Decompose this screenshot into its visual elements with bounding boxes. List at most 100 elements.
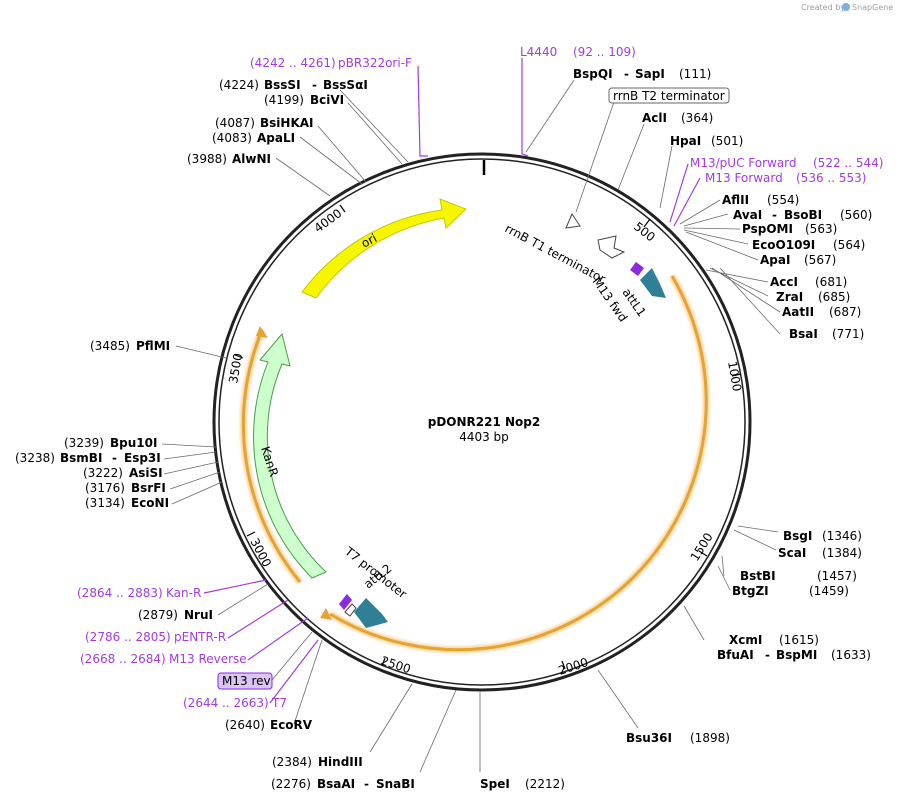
primer-pos-t7: (2644 .. 2663) — [183, 696, 269, 710]
leader-line — [669, 163, 689, 223]
enzyme-name-bsihkai: BsiHKAI — [260, 116, 314, 130]
rrnb-t1-arrow — [597, 235, 626, 259]
insert-arc — [329, 275, 708, 652]
leader-line — [683, 213, 729, 227]
rrnb-t2-arrow — [565, 212, 581, 229]
enzyme-name-asisi: AsiSI — [129, 466, 163, 480]
leader-line — [217, 583, 269, 616]
ori-arrow — [301, 198, 467, 299]
enzyme-name-bcivi: BciVI — [310, 93, 344, 107]
left-labels: (4242 .. 4261) pBR322ori-F (4224) BssSI … — [15, 56, 415, 791]
enzyme-pos-btgzi: (1459) — [809, 584, 849, 598]
attl1-arrow — [640, 268, 666, 298]
attl2-arrow — [354, 598, 388, 628]
enzyme-name-econi: EcoNI — [131, 496, 169, 510]
tick-label-1000: 1000 — [725, 360, 744, 393]
enzyme-name-bsobi: BsoBI — [784, 208, 822, 222]
enzyme-separator: - — [624, 67, 629, 81]
enzyme-name-snabi: SnaBI — [376, 777, 415, 791]
leader-line — [705, 269, 769, 283]
leader-line — [299, 136, 363, 185]
enzyme-name-eco0109i: EcoO109I — [752, 238, 815, 252]
enzyme-name-apali: ApaLI — [257, 131, 295, 145]
enzyme-name-bfuai: BfuAI — [717, 648, 754, 662]
primer-pos-m13-puc: (522 .. 544) — [813, 156, 883, 170]
primer-name-t7: T7 — [271, 696, 287, 710]
enzyme-pos-bsmbi: (3238) — [15, 451, 55, 465]
enzyme-pos-bstbi: (1457) — [817, 569, 857, 583]
leader-line — [721, 555, 725, 577]
snapgene-logo-icon — [842, 3, 850, 11]
leader-line — [683, 605, 705, 641]
enzyme-name-esp3i: Esp3I — [124, 451, 161, 465]
kanr-feature: KanR — [253, 332, 327, 579]
insert-arrowhead — [320, 608, 332, 620]
enzyme-name-bsrfi: BsrFI — [131, 481, 166, 495]
plasmid-name: pDONR221 Nop2 — [428, 415, 541, 429]
rrnb-t1-label: rrnB T1 terminator — [503, 221, 608, 286]
enzyme-pos-pspomi: (563) — [805, 222, 837, 236]
leader-line — [171, 481, 223, 505]
enzyme-name-pflmi: PflMI — [136, 339, 170, 353]
enzyme-separator: - — [364, 777, 369, 791]
primer-pos-pentr: (2786 .. 2805) — [85, 630, 171, 644]
t7-primer-mark — [339, 594, 352, 610]
enzyme-name-bsai: BsaI — [789, 327, 818, 341]
enzyme-name-zrai: ZraI — [776, 290, 803, 304]
primer-name-kanr: Kan-R — [166, 586, 201, 600]
enzyme-pos-xcmi: (1615) — [779, 633, 819, 647]
primer-name-m13-reverse: M13 Reverse — [169, 652, 247, 666]
backbone-outer-ring — [212, 152, 752, 692]
primer-name-m13-puc: M13/pUC Forward — [690, 156, 797, 170]
enzyme-pos-eco0109i: (564) — [833, 238, 865, 252]
leader-line — [203, 579, 267, 594]
enzyme-pos-bsai: (771) — [832, 327, 864, 341]
ori-label: ori — [359, 231, 379, 251]
tick-marks — [234, 204, 742, 670]
leader-line — [597, 669, 639, 729]
enzyme-name-sapi: SapI — [635, 67, 665, 81]
enzyme-name-bspqi: BspQI — [573, 67, 613, 81]
enzyme-name-alwni: AlwNI — [232, 152, 271, 166]
enzyme-name-spei: SpeI — [480, 777, 510, 791]
m13-fwd-primer-mark — [630, 262, 644, 276]
backbone-inner-ring — [218, 158, 746, 686]
enzyme-pos-econi: (3134) — [85, 496, 125, 510]
leader-line — [275, 157, 331, 197]
primer-pos-kanr: (2864 .. 2883) — [77, 586, 163, 600]
enzyme-pos-apai: (567) — [804, 253, 836, 267]
enzyme-name-bsmbi: BsmBI — [60, 451, 102, 465]
enzyme-pos-bcivi: (4199) — [264, 93, 304, 107]
enzyme-pos-aflii: (554) — [767, 193, 799, 207]
leader-line — [733, 529, 777, 551]
leader-line — [683, 227, 741, 230]
enzyme-name-scai: ScaI — [778, 546, 806, 560]
enzyme-name-bsssai: BssSαI — [323, 78, 368, 92]
leader-line — [161, 443, 217, 448]
rrnb-t2-box — [608, 87, 730, 104]
enzyme-name-bsaai: BsaAI — [317, 777, 355, 791]
tick-label-3500: 3500 — [226, 352, 245, 385]
enzyme-pos-asisi: (3222) — [83, 466, 123, 480]
leader-line — [293, 639, 323, 725]
enzyme-pos-hindiii: (2384) — [272, 755, 312, 769]
leader-line — [169, 471, 221, 490]
enzyme-pos-spei: (2212) — [525, 777, 565, 791]
enzyme-name-aatii: AatII — [782, 305, 814, 319]
enzyme-pos-bsgi: (1346) — [822, 529, 862, 543]
leader-line — [163, 461, 219, 475]
enzyme-name-aflii: AflII — [722, 193, 749, 207]
enzyme-name-pspomi: PspOMI — [742, 222, 793, 236]
enzyme-name-nrui: NruI — [184, 608, 213, 622]
leader-line — [271, 631, 313, 681]
leader-line — [269, 639, 319, 704]
enzyme-name-bspmi: BspMI — [776, 648, 817, 662]
leader-line — [369, 683, 413, 753]
tick-mark — [246, 531, 256, 537]
primer-name-pbr322ori: pBR322ori-F — [338, 56, 412, 70]
leader-line — [679, 199, 721, 225]
enzyme-name-bsu36i: Bsu36I — [626, 731, 672, 745]
right-labels: SpeI (2212) Bsu36I (1898) XcmI (1615) Bf… — [480, 45, 883, 791]
insert-region — [239, 274, 710, 654]
tick-mark — [381, 657, 386, 667]
